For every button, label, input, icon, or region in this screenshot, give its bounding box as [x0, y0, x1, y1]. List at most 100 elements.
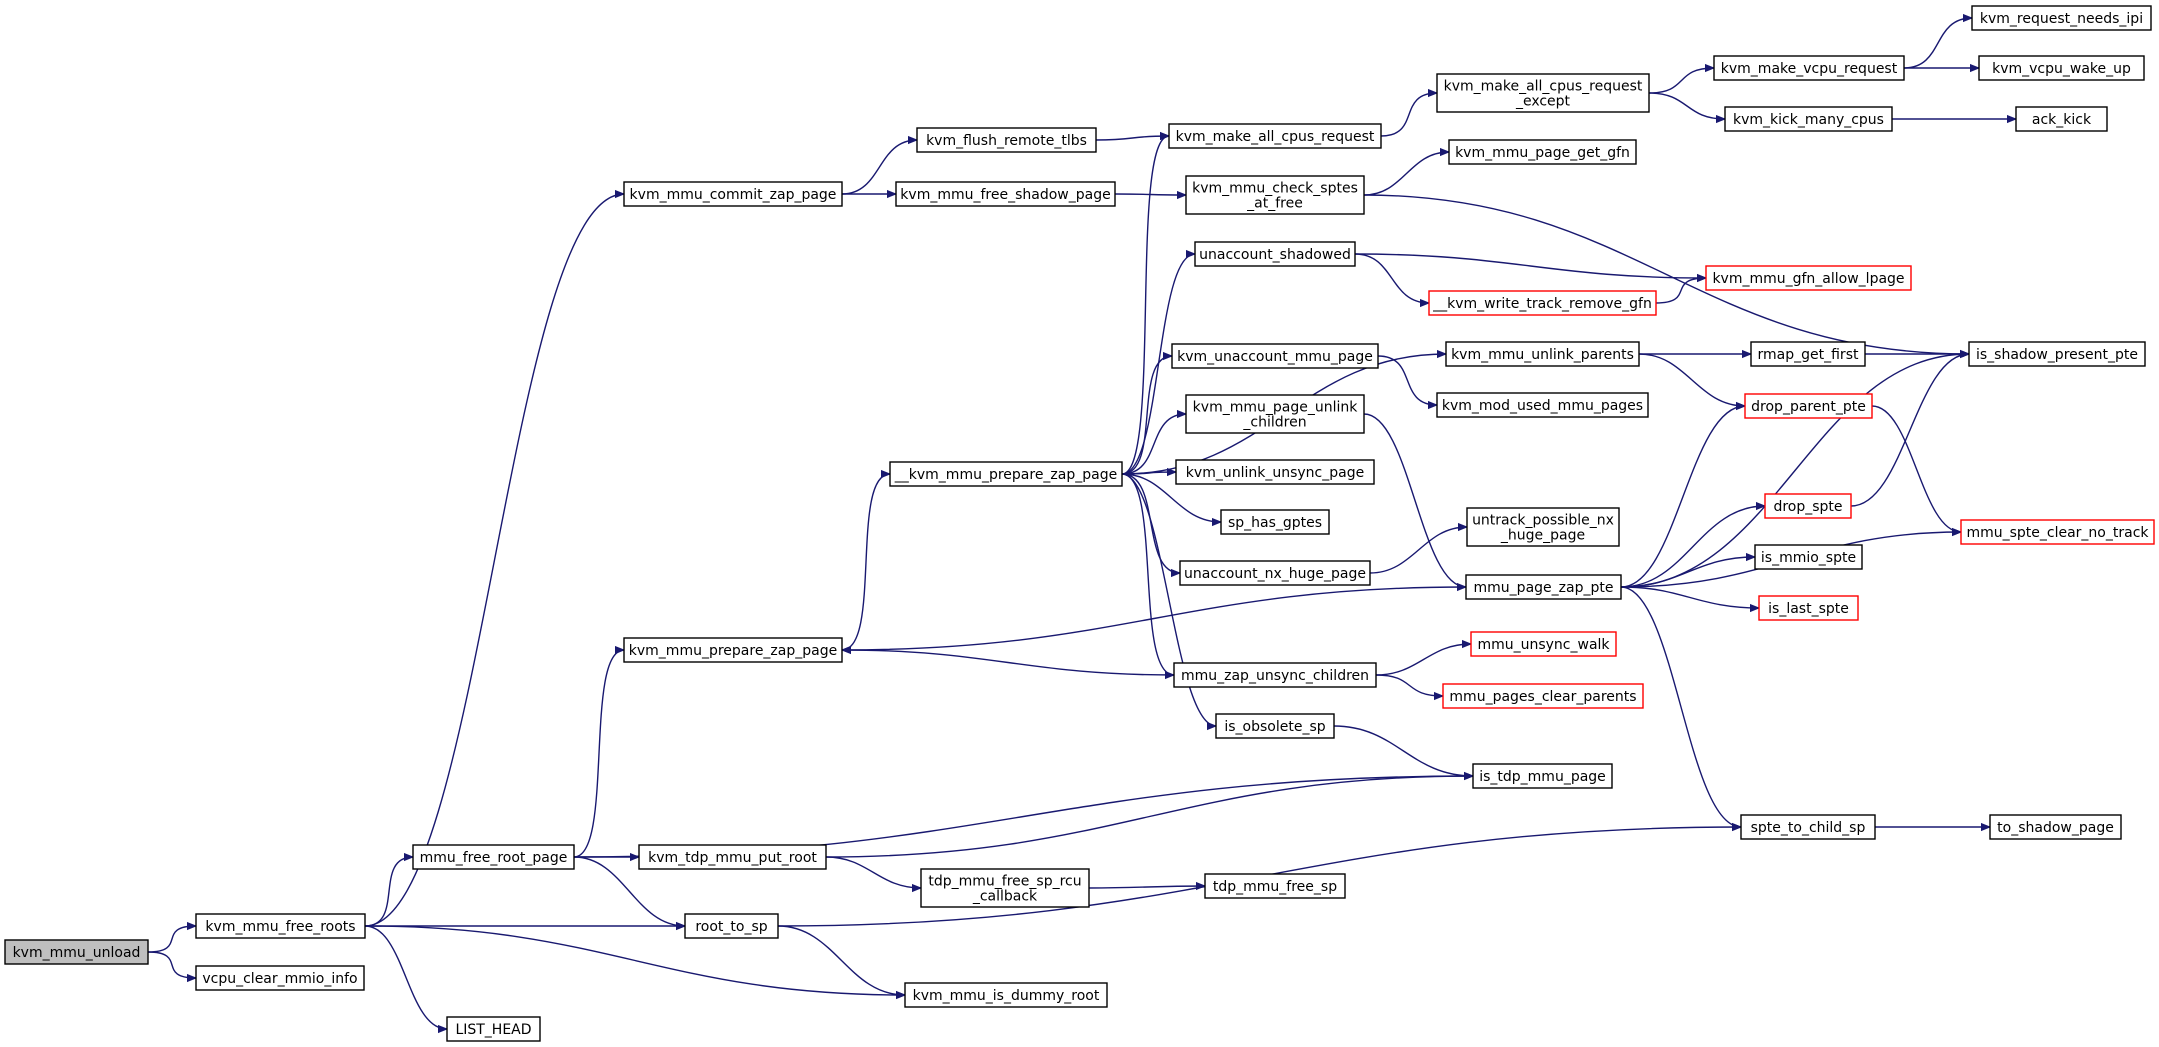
node-box — [1442, 683, 1644, 709]
node-kvm-make-all-cpus-request-except[interactable]: kvm_make_all_cpus_request_except — [1436, 73, 1650, 113]
node-vcpu-clear-mmio-info[interactable]: vcpu_clear_mmio_info — [195, 965, 365, 991]
node-to-shadow-page[interactable]: to_shadow_page — [1989, 814, 2122, 840]
node-kvm-mmu-prepare-zap-page[interactable]: kvm_mmu_prepare_zap_page — [623, 637, 843, 663]
node-kvm-mmu-page-get-gfn[interactable]: kvm_mmu_page_get_gfn — [1448, 139, 1637, 165]
edge-kvm-mmu-unlink-parents-to-drop-parent-pte — [1638, 353, 1745, 406]
node-spte-to-child-sp[interactable]: spte_to_child_sp — [1740, 814, 1876, 840]
node-root-to-sp[interactable]: root_to_sp — [684, 913, 779, 939]
node-kvm-unaccount-mmu-page[interactable]: kvm_unaccount_mmu_page — [1171, 343, 1379, 369]
node-layer: kvm_mmu_unload kvm_mmu_free_roots vcpu_cle… — [4, 5, 2155, 1042]
node-kvm-request-needs-ipi[interactable]: kvm_request_needs_ipi — [1971, 5, 2152, 31]
node-label: kvm_unlink_unsync_page — [1186, 465, 1364, 481]
node-kvm-mmu-page-unlink-children[interactable]: kvm_mmu_page_unlink_children — [1185, 394, 1365, 434]
node-mmu-free-root-page[interactable]: mmu_free_root_page — [412, 844, 575, 870]
edge-unaccount-shadowed-to-kvm-mmu-gfn-allow-lpage — [1354, 253, 1706, 278]
node-label: kvm_mmu_check_sptes — [1192, 181, 1358, 197]
node-label: _except — [1515, 94, 1571, 110]
node-label: kvm_mmu_prepare_zap_page — [629, 643, 837, 659]
node-is-last-spte[interactable]: is_last_spte — [1758, 595, 1859, 621]
node-kvm-tdp-mmu-put-root[interactable]: kvm_tdp_mmu_put_root — [638, 844, 827, 870]
edge-kvm-mmu-prepare-zap-page-to-kvm-unaccount-mmu-page — [1121, 356, 1173, 475]
node-kvm-mmu-is-dummy-root[interactable]: kvm_mmu_is_dummy_root — [904, 982, 1108, 1008]
node-is-mmio-spte[interactable]: is_mmio_spte — [1754, 544, 1863, 570]
node-label: drop_parent_pte — [1751, 399, 1866, 415]
node-kvm-mod-used-mmu-pages[interactable]: kvm_mod_used_mmu_pages — [1436, 392, 1649, 418]
node-mmu-page-zap-pte[interactable]: mmu_page_zap_pte — [1465, 574, 1622, 600]
edge-kvm-unaccount-mmu-page-to-kvm-mod-used-mmu-pages — [1377, 355, 1437, 405]
node-kvm-vcpu-wake-up[interactable]: kvm_vcpu_wake_up — [1978, 55, 2145, 81]
edge-mmu-free-root-page-to-kvm-mmu-prepare-zap-page — [573, 650, 625, 858]
edge-tdp-mmu-free-sp-rcu-callback-to-tdp-mmu-free-sp — [1088, 886, 1205, 888]
node-box — [1960, 519, 2155, 545]
node-kvm-mmu-free-roots[interactable]: kvm_mmu_free_roots — [195, 913, 366, 939]
node-kvm-write-track-remove-gfn[interactable]: __kvm_write_track_remove_gfn — [1428, 290, 1657, 316]
node-drop-spte[interactable]: drop_spte — [1764, 493, 1852, 519]
node-box — [446, 1016, 541, 1042]
node-untrack-possible-nx-huge-page[interactable]: untrack_possible_nx_huge_page — [1466, 507, 1620, 547]
node-label: _huge_page — [1500, 528, 1585, 544]
node-box — [1472, 763, 1613, 789]
node-is-shadow-present-pte[interactable]: is_shadow_present_pte — [1968, 341, 2146, 367]
node-box — [1436, 392, 1649, 418]
node-is-obsolete-sp[interactable]: is_obsolete_sp — [1215, 713, 1335, 739]
node-mmu-spte-clear-no-track[interactable]: mmu_spte_clear_no_track — [1960, 519, 2155, 545]
node-kvm-mmu-free-shadow-page[interactable]: kvm_mmu_free_shadow_page — [895, 181, 1116, 207]
node-label: vcpu_clear_mmio_info — [202, 971, 357, 987]
node-tdp-mmu-free-sp-rcu-callback[interactable]: tdp_mmu_free_sp_rcu_callback — [920, 868, 1090, 908]
node-kvm-mmu-check-sptes-at-free[interactable]: kvm_mmu_check_sptes_at_free — [1185, 175, 1365, 215]
edge-unaccount-nx-huge-page-to-untrack-possible-nx-huge-page — [1369, 527, 1467, 574]
edge-kvm-mmu-free-shadow-page-to-kvm-mmu-check-sptes-at-free — [1114, 194, 1186, 195]
node-box — [1705, 265, 1912, 291]
edge-root-to-sp-to-kvm-mmu-is-dummy-root — [777, 925, 905, 995]
node-kvm-mmu-unload[interactable]: kvm_mmu_unload — [4, 939, 149, 965]
node-label: is_tdp_mmu_page — [1479, 769, 1606, 785]
node-mmu-zap-unsync-children[interactable]: mmu_zap_unsync_children — [1173, 662, 1377, 688]
node-label: kvm_make_all_cpus_request — [1444, 79, 1643, 95]
edge-kvm-mmu-prepare-zap-page-to-kvm-make-all-cpus-request — [1121, 136, 1170, 475]
node-kvm-kick-many-cpus[interactable]: kvm_kick_many_cpus — [1724, 106, 1893, 132]
node-box — [195, 913, 366, 939]
node-rmap-get-first[interactable]: rmap_get_first — [1750, 341, 1866, 367]
node-label: mmu_unsync_walk — [1477, 637, 1610, 653]
node-box — [1470, 631, 1617, 657]
node-tdp-mmu-free-sp[interactable]: tdp_mmu_free_sp — [1204, 873, 1346, 899]
node-label: kvm_mmu_is_dummy_root — [913, 988, 1100, 1004]
node-LIST-HEAD[interactable]: LIST_HEAD — [446, 1016, 541, 1042]
edge-unaccount-shadowed-to-kvm-write-track-remove-gfn — [1354, 253, 1429, 303]
node-label: mmu_page_zap_pte — [1474, 580, 1614, 596]
node-label: is_shadow_present_pte — [1976, 347, 2138, 363]
node-box — [1754, 544, 1863, 570]
node-box — [1713, 55, 1905, 81]
node-unaccount-shadowed[interactable]: unaccount_shadowed — [1194, 241, 1356, 267]
node-kvm-make-vcpu-request[interactable]: kvm_make_vcpu_request — [1713, 55, 1905, 81]
node-label: mmu_spte_clear_no_track — [1966, 525, 2149, 541]
edge-drop-spte-to-is-shadow-present-pte — [1850, 354, 1969, 507]
node-kvm-mmu-unlink-parents[interactable]: kvm_mmu_unlink_parents — [1445, 341, 1640, 367]
node-box — [1445, 341, 1640, 367]
node-ack-kick[interactable]: ack_kick — [2015, 106, 2108, 132]
node-kvm-mmu-gfn-allow-lpage[interactable]: kvm_mmu_gfn_allow_lpage — [1705, 265, 1912, 291]
node-sp-has-gptes[interactable]: sp_has_gptes — [1220, 509, 1330, 535]
node-mmu-pages-clear-parents[interactable]: mmu_pages_clear_parents — [1442, 683, 1644, 709]
node-unaccount-nx-huge-page[interactable]: unaccount_nx_huge_page — [1179, 560, 1371, 586]
node-label: kvm_unaccount_mmu_page — [1177, 349, 1373, 365]
node-label: root_to_sp — [695, 919, 767, 935]
edge-kvm-mmu-page-unlink-children-to-mmu-page-zap-pte — [1363, 413, 1467, 587]
node-label: tdp_mmu_free_sp — [1213, 879, 1337, 895]
node-kvm-make-all-cpus-request[interactable]: kvm_make_all_cpus_request — [1168, 123, 1382, 149]
edge-mmu-page-zap-pte-to-drop-parent-pte — [1620, 406, 1745, 588]
node-is-tdp-mmu-page[interactable]: is_tdp_mmu_page — [1472, 763, 1613, 789]
node-box — [1168, 123, 1382, 149]
node-kvm-mmu-prepare-zap-page[interactable]: __kvm_mmu_prepare_zap_page — [889, 461, 1123, 487]
node-label: drop_spte — [1773, 499, 1842, 515]
node-label: rmap_get_first — [1758, 347, 1859, 363]
node-label: kvm_kick_many_cpus — [1733, 112, 1884, 128]
node-label: kvm_make_vcpu_request — [1721, 61, 1898, 77]
node-kvm-flush-remote-tlbs[interactable]: kvm_flush_remote_tlbs — [916, 127, 1097, 153]
node-kvm-unlink-unsync-page[interactable]: kvm_unlink_unsync_page — [1175, 459, 1375, 485]
node-kvm-mmu-commit-zap-page[interactable]: kvm_mmu_commit_zap_page — [623, 181, 843, 207]
node-mmu-unsync-walk[interactable]: mmu_unsync_walk — [1470, 631, 1617, 657]
node-drop-parent-pte[interactable]: drop_parent_pte — [1744, 393, 1873, 419]
node-box — [920, 868, 1090, 908]
node-box — [638, 844, 827, 870]
